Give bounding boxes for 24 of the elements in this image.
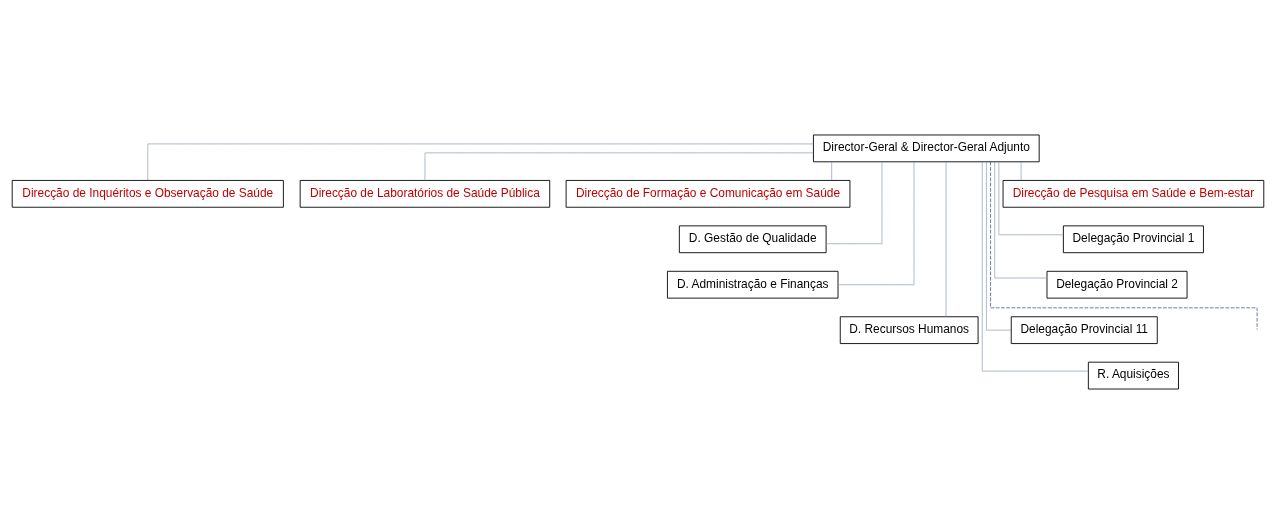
node-box: Direcção de Inquéritos e Observação de Saúde (11, 179, 284, 208)
node-box: Delegação Provincial 2 (1046, 270, 1188, 299)
node-box: Delegação Provincial 11 (1010, 316, 1158, 345)
node-box: R. Aquisições (1087, 361, 1179, 390)
node-box: Direcção de Laboratórios de Saúde Pública (299, 179, 551, 208)
connector (945, 161, 947, 317)
connector (981, 161, 1089, 372)
connector (986, 161, 1012, 331)
connector (1020, 161, 1022, 181)
connector (994, 161, 1048, 279)
node-box: Director-Geral & Director-Geral Adjunto (813, 134, 1040, 163)
connector (831, 161, 833, 181)
connector (998, 161, 1064, 236)
connector (424, 152, 814, 181)
connector (837, 161, 915, 286)
node-box: Direcção de Formação e Comunicação em Saúde (565, 179, 851, 208)
node-box: D. Recursos Humanos (839, 316, 979, 345)
node-box: D. Administração e Finanças (667, 270, 839, 299)
node-box: Direcção de Pesquisa em Saúde e Bem-estar (1002, 179, 1265, 208)
connector (825, 161, 883, 245)
connector (147, 143, 814, 181)
node-box: D. Gestão de Qualidade (678, 225, 827, 254)
node-box: Delegação Provincial 1 (1062, 225, 1204, 254)
connector (990, 161, 1258, 330)
